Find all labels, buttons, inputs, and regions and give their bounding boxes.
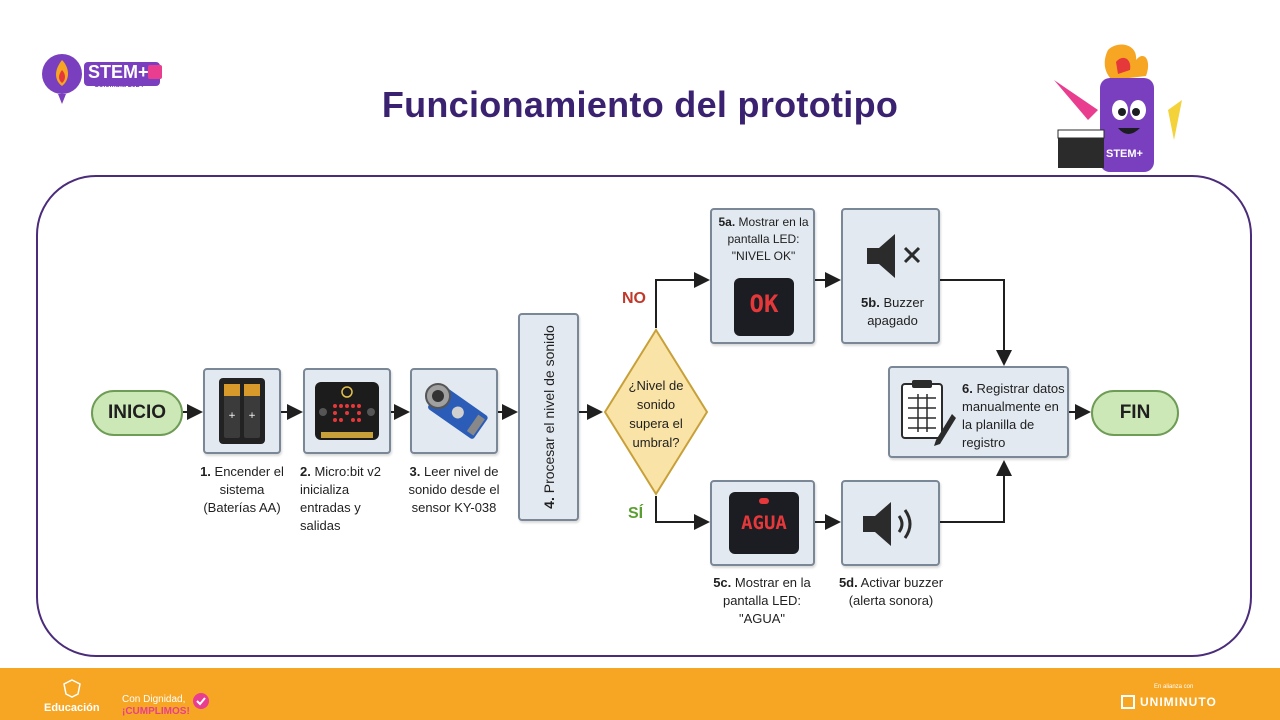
footer-slogan-bottom: ¡CUMPLIMOS! (122, 706, 190, 717)
led-screen-ok: OK (734, 278, 794, 336)
step5c-label: 5c. Mostrar en la pantalla LED: "AGUA" (713, 575, 811, 626)
step5a-label: 5a. Mostrar en la pantalla LED: "NIVEL O… (718, 215, 809, 263)
footer-slogan-top: Con Dignidad, (122, 694, 186, 705)
svg-text:+: + (228, 411, 236, 421)
footer-uniminuto: UNIMINUTO (1140, 695, 1217, 709)
flame-logo-icon (42, 54, 162, 104)
step3-sensor-box (410, 368, 498, 454)
arrow-s5b-s6 (940, 279, 1012, 366)
speaker-muted-icon (867, 234, 921, 278)
mascot-badge: STEM+ (1106, 148, 1143, 160)
microbit-icon (315, 382, 379, 440)
step1-battery-box: + + (203, 368, 281, 454)
step5d-label: 5d. Activar buzzer (alerta sonora) (838, 575, 944, 608)
step5b-label: 5b. Buzzer apagado (861, 295, 924, 328)
step2-label: 2. Micro:bit v2 inicializa entradas y sa… (300, 464, 381, 533)
arrow-no-branch (655, 272, 710, 328)
step5d-box (841, 480, 940, 566)
mascot-illustration: STEM+ (1048, 40, 1188, 180)
page-title: Funcionamiento del prototipo (381, 84, 899, 125)
step5a-box: 5a. Mostrar en la pantalla LED: "NIVEL O… (710, 208, 815, 344)
step1-label: 1. Encender el sistema (Baterías AA) (200, 464, 284, 515)
footer-education: Educación (44, 702, 100, 714)
arrow-s5d-s6 (940, 460, 1012, 523)
step5c-box: AGUA (710, 480, 815, 566)
branch-no-label: NO (622, 290, 646, 307)
step4-label: 4. Procesar el nivel de sonido (540, 325, 557, 509)
shield-crest-icon (63, 679, 81, 698)
decision-diamond (603, 328, 709, 496)
check-badge-icon (193, 693, 209, 709)
decision-label: ¿Nivel de sonido supera el umbral? (628, 378, 684, 450)
step5b-box: 5b. Buzzer apagado (841, 208, 940, 344)
battery-icon: + + (219, 378, 265, 444)
footer-alliance: En alianza con (1154, 684, 1194, 690)
step6-box: 6. Registrar datos manualmente en la pla… (888, 366, 1069, 458)
led-ok-text: OK (749, 290, 779, 318)
end-node: FIN (1091, 390, 1179, 436)
footer-bar: Educación Con Dignidad, ¡CUMPLIMOS! En a… (0, 668, 1280, 720)
speaker-sound-icon (863, 502, 912, 546)
step6-label: 6. Registrar datos manualmente en la pla… (962, 381, 1065, 450)
step2-microbit-box (303, 368, 391, 454)
arrow-yes-branch (655, 496, 710, 530)
led-screen-agua: AGUA (729, 492, 799, 554)
clipboard-pencil-icon (901, 380, 956, 446)
stem-logo-text: STEM+ (88, 62, 149, 82)
led-agua-text: AGUA (741, 512, 787, 534)
step3-label: 3. Leer nivel de sonido desde el sensor … (408, 464, 500, 515)
stem-logo: STEM+ Colombia 2024 (40, 50, 170, 106)
sound-sensor-icon (425, 383, 488, 439)
branch-yes-label: SÍ (628, 505, 644, 522)
svg-text:+: + (248, 411, 256, 421)
diagram-frame (36, 175, 1252, 657)
uniminuto-mark-icon (1121, 695, 1135, 709)
stem-logo-subtitle: Colombia 2024 (94, 82, 144, 89)
step4-process-box: 4. Procesar el nivel de sonido (518, 313, 579, 521)
start-node: INICIO (91, 390, 183, 436)
